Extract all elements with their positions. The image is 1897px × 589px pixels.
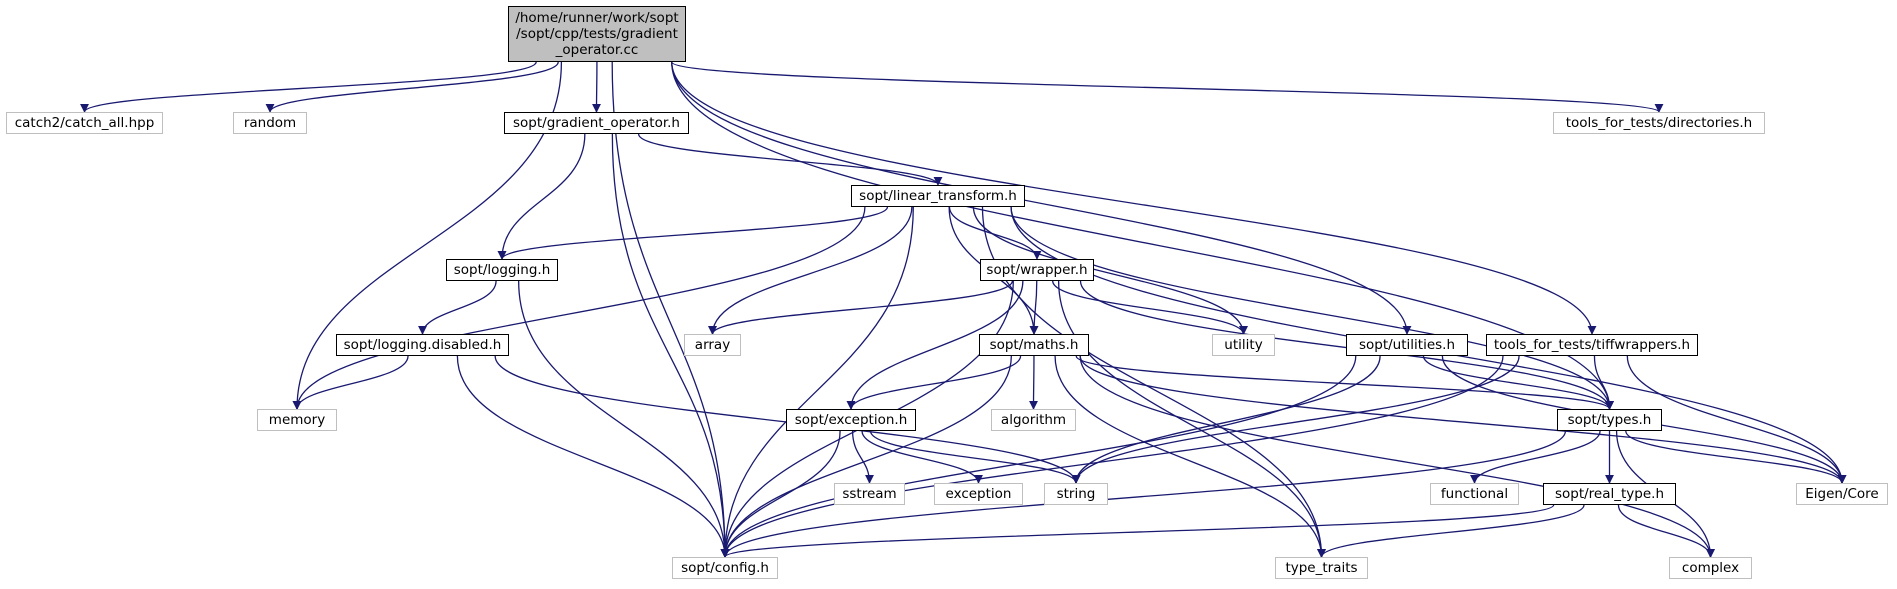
- include-node-sstream[interactable]: sstream: [834, 483, 905, 505]
- edge-linear_transform-to-memory: [292, 206, 866, 410]
- include-node-maths[interactable]: sopt/maths.h: [979, 334, 1089, 356]
- include-node-exception-header[interactable]: sopt/exception.h: [786, 409, 916, 431]
- edge-linear_transform-to-logging: [497, 206, 889, 260]
- edge-gradient_operator-to-config: [611, 133, 730, 558]
- edge-logging_disabled-to-string: [494, 355, 1081, 484]
- include-node-type-traits[interactable]: type_traits: [1275, 557, 1368, 579]
- edge-real_type-to-type_traits: [1317, 504, 1585, 558]
- edge-linear_transform-to-config: [720, 206, 914, 558]
- edge-logging_disabled-to-memory: [292, 355, 409, 410]
- edge-maths-to-types: [1075, 355, 1614, 410]
- include-node-algorithm[interactable]: algorithm: [991, 409, 1076, 431]
- include-node-gradient-operator[interactable]: sopt/gradient_operator.h: [504, 112, 689, 134]
- include-node-catch2[interactable]: catch2/catch_all.hpp: [6, 112, 163, 134]
- edge-logging-to-logging_disabled: [418, 280, 497, 335]
- edge-wrapper-to-utility: [1052, 280, 1248, 335]
- edge-gradient_operator-to-linear_transform: [637, 133, 943, 186]
- include-node-tiffwrappers[interactable]: tools_for_tests/tiffwrappers.h: [1486, 334, 1698, 356]
- edge-utilities-to-types: [1422, 355, 1614, 410]
- edge-root-to-tiffwrappers: [671, 61, 1597, 335]
- include-node-utilities[interactable]: sopt/utilities.h: [1346, 334, 1468, 356]
- include-node-complex[interactable]: complex: [1669, 557, 1752, 579]
- edge-linear_transform-to-array: [708, 206, 913, 335]
- edge-tiffwrappers-to-eigen_core: [1626, 355, 1847, 484]
- edge-tiffwrappers-to-types: [1593, 355, 1614, 410]
- edge-root-to-utilities: [671, 61, 1412, 335]
- edge-types-to-config: [720, 430, 1567, 558]
- edge-real_type-to-config: [720, 504, 1555, 558]
- edge-root-to-random: [265, 61, 559, 113]
- include-node-random[interactable]: random: [233, 112, 307, 134]
- edge-types-to-eigen_core: [1625, 430, 1847, 484]
- edge-utilities-to-config: [720, 355, 1357, 558]
- include-node-eigen-core[interactable]: Eigen/Core: [1796, 483, 1888, 505]
- include-node-directories[interactable]: tools_for_tests/directories.h: [1553, 112, 1765, 134]
- include-node-wrapper[interactable]: sopt/wrapper.h: [980, 259, 1094, 281]
- include-node-linear-transform[interactable]: sopt/linear_transform.h: [851, 185, 1025, 207]
- edge-maths-to-eigen_core: [1079, 355, 1847, 484]
- root-file-label-line: _operator.cc: [555, 42, 639, 58]
- include-node-exception[interactable]: exception: [934, 483, 1023, 505]
- include-node-memory[interactable]: memory: [257, 409, 337, 431]
- edge-maths-to-exception_h: [846, 355, 1022, 410]
- include-node-types[interactable]: sopt/types.h: [1557, 409, 1662, 431]
- edge-exception_h-to-config: [720, 430, 841, 558]
- edge-exception_h-to-sstream: [851, 430, 874, 484]
- edge-linear_transform-to-wrapper: [948, 206, 1042, 260]
- edge-wrapper-to-maths: [1029, 280, 1039, 335]
- edge-maths-to-config: [720, 355, 1012, 558]
- edge-exception_h-to-string: [869, 430, 1081, 484]
- edge-utilities-to-string: [1071, 355, 1381, 484]
- dependency-edges: [80, 61, 1847, 558]
- edge-maths-to-complex: [1079, 355, 1715, 558]
- edge-real_type-to-complex: [1617, 504, 1715, 558]
- edge-root-to-catch2: [80, 61, 537, 113]
- edge-logging-to-config: [518, 280, 730, 558]
- edge-gradient_operator-to-logging: [497, 133, 586, 260]
- include-node-real-type[interactable]: sopt/real_type.h: [1543, 483, 1676, 505]
- root-file-label-line: /sopt/cpp/tests/gradient: [516, 26, 678, 42]
- edge-linear_transform-to-types: [1010, 206, 1614, 410]
- include-node-config[interactable]: sopt/config.h: [672, 557, 778, 579]
- include-node-logging-disabled[interactable]: sopt/logging.disabled.h: [336, 334, 509, 356]
- include-node-logging[interactable]: sopt/logging.h: [446, 259, 558, 281]
- edge-wrapper-to-types: [1079, 280, 1614, 410]
- include-node-string[interactable]: string: [1044, 483, 1108, 505]
- edge-maths-to-type_traits: [1054, 355, 1326, 558]
- include-node-array[interactable]: array: [684, 334, 741, 356]
- edge-logging_disabled-to-config: [456, 355, 730, 558]
- edge-wrapper-to-type_traits: [1057, 280, 1326, 558]
- root-file-node[interactable]: /home/runner/work/sopt /sopt/cpp/tests/g…: [508, 6, 686, 62]
- edge-types-to-functional: [1470, 430, 1601, 484]
- include-node-utility[interactable]: utility: [1212, 334, 1275, 356]
- edge-exception_h-to-exception: [861, 430, 983, 484]
- edge-root-to-config: [611, 61, 730, 558]
- edge-wrapper-to-exception_h: [846, 280, 1024, 410]
- root-file-label-line: /home/runner/work/sopt: [515, 10, 679, 26]
- edge-wrapper-to-array: [708, 280, 1013, 335]
- edge-tiffwrappers-to-config: [720, 355, 1504, 558]
- edge-tiffwrappers-to-string: [1071, 355, 1520, 484]
- include-node-functional[interactable]: functional: [1430, 483, 1519, 505]
- edge-root-to-directories: [671, 61, 1664, 113]
